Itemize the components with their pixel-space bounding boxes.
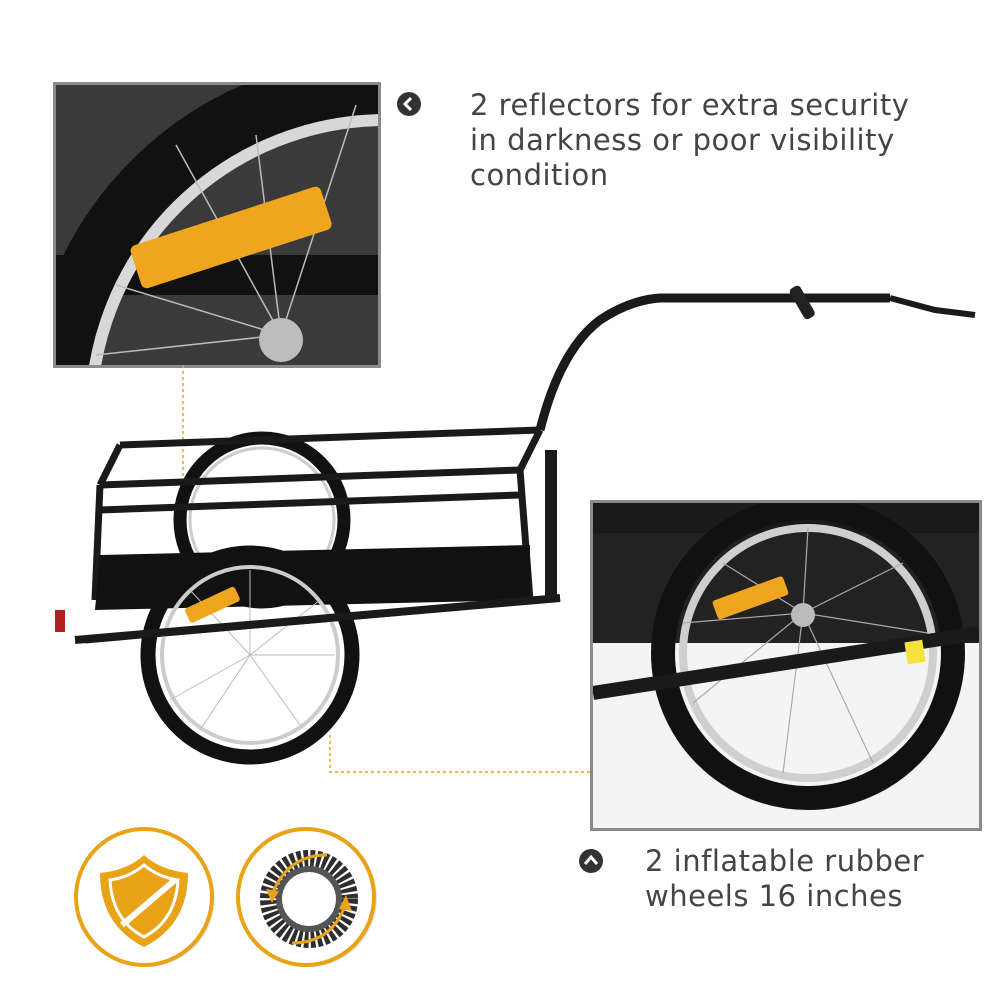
chevron-left-circle-icon: [397, 92, 421, 116]
shield-icon: [74, 827, 215, 967]
text-line: 2 inflatable rubber: [645, 844, 925, 878]
wheel-closeup-image: [593, 503, 979, 828]
text-line: 2 reflectors for extra security: [470, 88, 910, 122]
chevron-up-circle-icon: [579, 849, 603, 873]
tire-rotation-icon: [236, 827, 377, 967]
feature-wheels-text: 2 inflatable rubber wheels 16 inches: [645, 844, 924, 914]
reflector-closeup-image: [56, 85, 378, 365]
text-line: wheels 16 inches: [645, 879, 903, 913]
reflector-closeup-inset: [53, 82, 381, 368]
wheel-closeup-inset: [590, 500, 982, 831]
feature-reflectors-text: 2 reflectors for extra security in darkn…: [470, 88, 909, 193]
reflector-icon: [130, 186, 332, 289]
text-line: in darkness or poor visibility: [470, 123, 895, 157]
text-line: condition: [470, 158, 609, 192]
